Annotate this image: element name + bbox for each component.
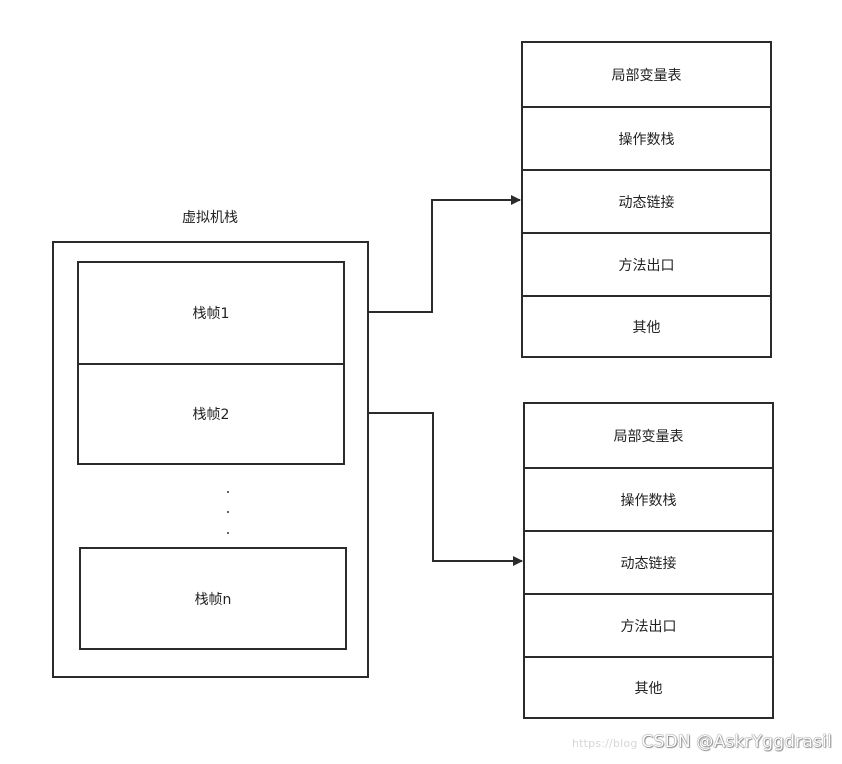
detail2-row-label: 操作数栈 (620, 492, 677, 509)
frame-detail-table-2: 局部变量表 操作数栈 动态链接 方法出口 其他 (523, 402, 774, 719)
watermark-text: CSDN @AskrYggdrasil (641, 732, 832, 752)
frame-detail-table-1: 局部变量表 操作数栈 动态链接 方法出口 其他 (521, 41, 772, 358)
stack-frame-1-label: 栈帧1 (192, 306, 230, 322)
stack-frame-n: 栈帧n (79, 547, 347, 650)
detail1-row-label: 动态链接 (618, 194, 675, 211)
detail2-row-dynamic-link: 动态链接 (525, 530, 772, 593)
stack-frame-group: 栈帧1 栈帧2 (77, 261, 345, 465)
arrow-frame1-to-detail1 (345, 195, 521, 313)
stack-frame-1: 栈帧1 (79, 263, 343, 363)
detail2-row-local-vars: 局部变量表 (525, 404, 772, 467)
arrow-frame2-to-detail2 (345, 412, 523, 566)
ellipsis-dot (227, 511, 229, 513)
detail2-row-label: 动态链接 (620, 555, 677, 572)
detail2-row-other: 其他 (525, 656, 772, 717)
stack-frame-2: 栈帧2 (79, 363, 343, 463)
detail2-row-return-address: 方法出口 (525, 593, 772, 656)
detail1-row-other: 其他 (523, 295, 770, 356)
detail1-row-dynamic-link: 动态链接 (523, 169, 770, 232)
stack-frame-n-cell: 栈帧n (81, 549, 345, 648)
detail2-row-label: 其他 (634, 680, 663, 697)
detail1-row-label: 局部变量表 (611, 67, 682, 84)
watermark-url: https://blog (571, 737, 638, 750)
detail2-row-label: 方法出口 (620, 618, 677, 635)
stack-frame-n-label: 栈帧n (194, 591, 232, 608)
ellipsis-dot (227, 532, 229, 534)
detail1-row-local-vars: 局部变量表 (523, 43, 770, 106)
detail1-row-label: 操作数栈 (618, 131, 675, 148)
detail1-row-label: 其他 (632, 319, 661, 336)
detail1-row-return-address: 方法出口 (523, 232, 770, 295)
stack-frame-2-label: 栈帧2 (192, 407, 230, 423)
ellipsis-dot (227, 491, 229, 493)
stack-title: 虚拟机栈 (182, 210, 238, 226)
detail1-row-operand-stack: 操作数栈 (523, 106, 770, 169)
detail1-row-label: 方法出口 (618, 257, 675, 274)
detail2-row-label: 局部变量表 (613, 428, 684, 445)
detail2-row-operand-stack: 操作数栈 (525, 467, 772, 530)
